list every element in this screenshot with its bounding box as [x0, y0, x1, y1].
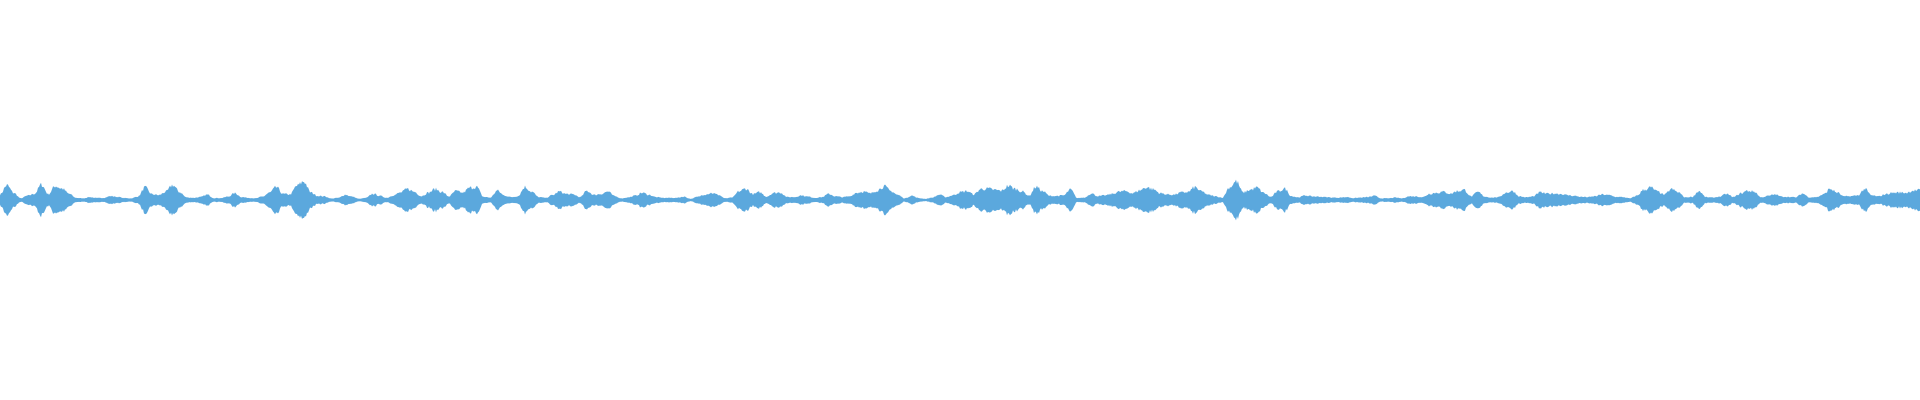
audio-waveform	[0, 179, 1920, 221]
audio-waveform-panel	[0, 179, 1920, 221]
